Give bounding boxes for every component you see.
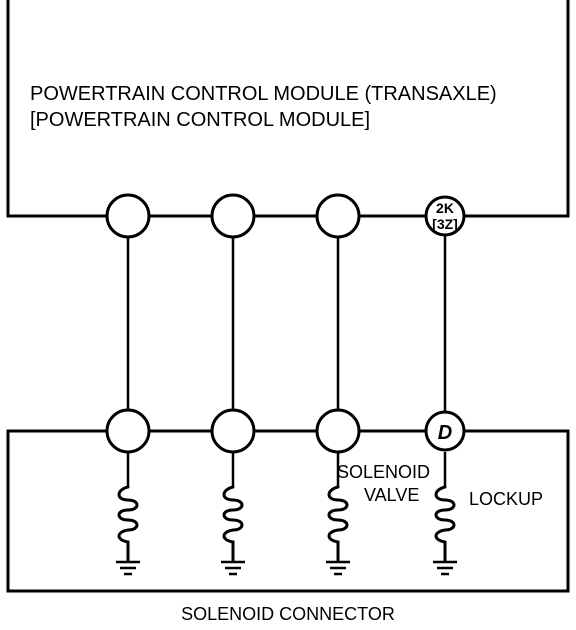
control-module-box [6,0,570,218]
connector-title: SOLENOID CONNECTOR [181,604,395,624]
connector-pin-group: D [105,408,466,454]
connector-pin-2 [210,408,256,454]
ground-icon [326,560,350,576]
module-pin-4 [424,195,466,237]
module-pin-1 [105,193,151,239]
connector-pin-3 [315,408,361,454]
solenoid-label-line1: SOLENOID [337,462,430,482]
wire-group [126,236,447,411]
connector-pin-4-label: D [438,422,452,444]
module-title-line2: [POWERTRAIN CONTROL MODULE] [30,109,370,131]
ground-icon [116,560,140,576]
connector-pin-4 [424,410,466,452]
lockup-label: LOCKUP [469,489,543,509]
solenoid-coil-1 [117,485,139,562]
module-pin-4-label-line2: [3Z] [432,216,458,232]
module-pin-group: 2K [3Z] [105,193,466,239]
solenoid-connector-box [6,429,570,593]
module-pin-3 [315,193,361,239]
module-pin-2 [210,193,256,239]
ground-icon [433,560,457,576]
solenoid-coil-2 [222,485,244,562]
solenoid-coil-3 [327,485,349,562]
module-title-line1: POWERTRAIN CONTROL MODULE (TRANSAXLE) [30,83,497,105]
connector-pin-1 [105,408,151,454]
ground-group [116,560,457,576]
solenoid-coil-4 [434,485,456,562]
solenoid-label-line2: VALVE [364,485,419,505]
module-pin-4-label-line1: 2K [436,200,454,216]
coil-lead-group [126,452,447,487]
ground-icon [221,560,245,576]
coil-group [117,485,456,562]
